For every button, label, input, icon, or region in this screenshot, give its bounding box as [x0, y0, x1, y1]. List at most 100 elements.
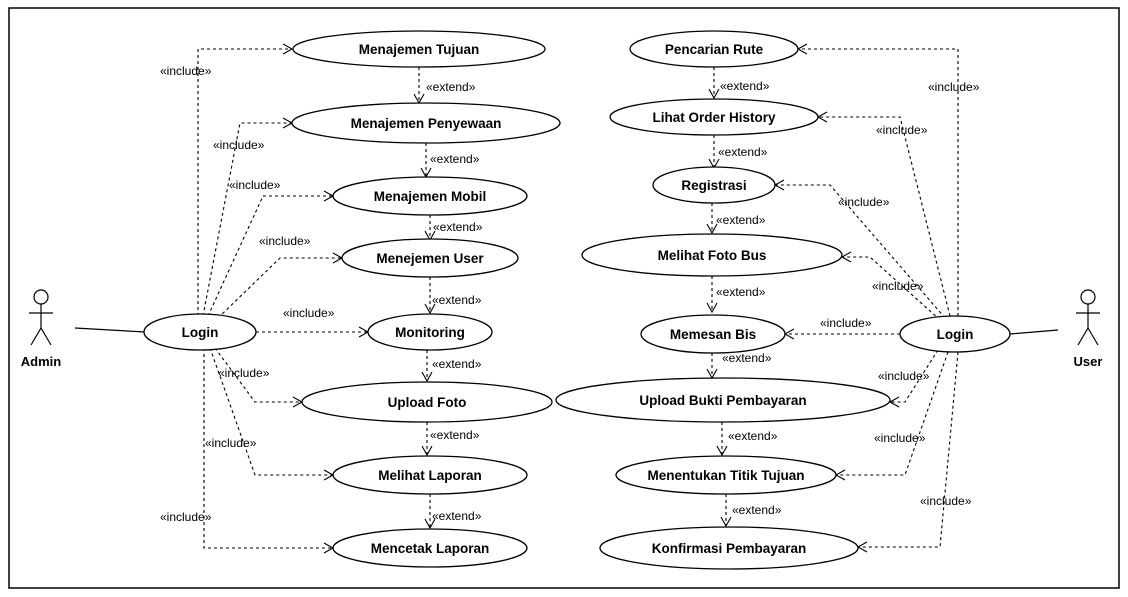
use-case-upload-bukti-pembayaran[interactable]: Upload Bukti Pembayaran [555, 377, 891, 423]
user-actor-left-leg [1077, 327, 1089, 346]
include-label: «include» [920, 494, 972, 508]
include-arrow-mencetak-laporan [203, 348, 333, 549]
use-case-monitoring[interactable]: Monitoring [367, 313, 493, 351]
use-case-menajemen-mobil[interactable]: Menajemen Mobil [332, 176, 528, 216]
extend-label: «extend» [433, 220, 483, 234]
include-arrow-menajemen-tujuan [197, 48, 292, 316]
use-case-memesan-bis[interactable]: Memesan Bis [640, 314, 786, 354]
include-arrow-menejemen-user [217, 257, 342, 319]
use-case-label: Melihat Laporan [378, 468, 482, 483]
use-case-label: Lihat Order History [652, 110, 776, 125]
include-label: «include» [213, 138, 265, 152]
extend-label: «extend» [732, 503, 782, 517]
include-arrow-melihat-foto-bus [842, 256, 941, 321]
use-case-pencarian-rute[interactable]: Pencarian Rute [629, 30, 799, 68]
use-case-label: Menentukan Titik Tujuan [647, 468, 804, 483]
extend-label: «extend» [432, 357, 482, 371]
extend-label: «extend» [720, 79, 770, 93]
user-association [1009, 329, 1059, 335]
user-actor-right-leg [1087, 327, 1099, 346]
extend-arrow-head [708, 88, 720, 100]
extend-arrow-head [421, 445, 433, 457]
use-case-label: Menajemen Mobil [374, 189, 487, 204]
admin-association [74, 327, 146, 333]
include-arrow-menajemen-mobil [207, 195, 333, 317]
extend-arrow-head [424, 518, 436, 530]
use-case-menentukan-titik-tujuan[interactable]: Menentukan Titik Tujuan [615, 455, 837, 495]
extend-label: «extend» [728, 429, 778, 443]
include-arrow-melihat-laporan [209, 347, 333, 476]
extend-arrow-head [716, 445, 728, 457]
extend-label: «extend» [716, 285, 766, 299]
use-case-label: Mencetak Laporan [371, 541, 490, 556]
include-label: «include» [878, 369, 930, 383]
use-case-konfirmasi-pembayaran[interactable]: Konfirmasi Pembayaran [599, 526, 859, 570]
admin-extend-relations: «extend» «extend» «extend» «extend» «ext… [413, 67, 483, 530]
use-case-menejemen-user[interactable]: Menejemen User [341, 238, 519, 278]
extend-arrow-head [421, 371, 433, 383]
extend-arrow-head [706, 223, 718, 235]
use-case-mencetak-laporan[interactable]: Mencetak Laporan [332, 528, 528, 568]
include-label: «include» [259, 234, 311, 248]
use-case-melihat-foto-bus[interactable]: Melihat Foto Bus [581, 233, 843, 277]
include-arrow-upload-foto [214, 347, 302, 403]
include-arrow-registrasi [775, 184, 946, 319]
include-label: «include» [205, 436, 257, 450]
include-arrow-pencarian-rute [798, 48, 959, 316]
use-case-label: Memesan Bis [670, 327, 756, 342]
user-actor-head [1080, 289, 1096, 305]
include-label: «include» [160, 64, 212, 78]
extend-label: «extend» [430, 428, 480, 442]
user-actor-label: User [1074, 354, 1103, 369]
use-case-label: Login [937, 327, 974, 342]
extend-label: «extend» [716, 213, 766, 227]
admin-actor-right-leg [40, 327, 52, 346]
extend-label: «extend» [432, 293, 482, 307]
use-case-label: Upload Foto [388, 395, 467, 410]
use-case-label: Registrasi [681, 178, 746, 193]
use-case-admin-login[interactable]: Login [143, 313, 257, 351]
use-case-user-login[interactable]: Login [899, 315, 1011, 353]
diagram-frame [8, 7, 1120, 589]
include-label: «include» [283, 306, 335, 320]
use-case-label: Menajemen Penyewaan [351, 116, 502, 131]
admin-actor: Admin [21, 289, 62, 369]
use-case-label: Login [182, 325, 219, 340]
use-case-label: Melihat Foto Bus [658, 248, 767, 263]
extend-label: «extend» [432, 509, 482, 523]
use-case-upload-foto[interactable]: Upload Foto [301, 381, 553, 423]
extend-arrow-head [720, 516, 732, 528]
extend-label: «extend» [426, 80, 476, 94]
include-label: «include» [229, 178, 281, 192]
include-label: «include» [872, 279, 924, 293]
include-label: «include» [874, 431, 926, 445]
admin-actor-left-leg [30, 327, 42, 346]
use-case-label: Menejemen User [376, 251, 484, 266]
user-extend-relations: «extend» «extend» «extend» «extend» «ext… [706, 67, 782, 528]
use-case-lihat-order-history[interactable]: Lihat Order History [609, 98, 819, 136]
use-case-melihat-laporan[interactable]: Melihat Laporan [332, 455, 528, 495]
extend-label: «extend» [430, 152, 480, 166]
use-case-label: Monitoring [395, 325, 465, 340]
use-case-label: Pencarian Rute [665, 42, 764, 57]
extend-label: «extend» [718, 145, 768, 159]
extend-label: «extend» [722, 351, 772, 365]
extend-arrow-head [706, 302, 718, 314]
use-case-label: Konfirmasi Pembayaran [652, 541, 807, 556]
user-actor: User [1074, 289, 1103, 369]
include-arrow-lihat-order-history [818, 116, 951, 317]
include-label: «include» [876, 123, 928, 137]
include-label: «include» [820, 316, 872, 330]
use-case-menajemen-tujuan[interactable]: Menajemen Tujuan [292, 30, 546, 68]
include-label: «include» [838, 195, 890, 209]
admin-actor-label: Admin [21, 354, 62, 369]
use-case-label: Menajemen Tujuan [359, 42, 480, 57]
use-case-menajemen-penyewaan[interactable]: Menajemen Penyewaan [291, 102, 561, 144]
include-arrow-head [282, 43, 294, 55]
user-include-relations: «include» «include» «include» «include» … [773, 43, 980, 553]
admin-actor-head [33, 289, 49, 305]
use-case-registrasi[interactable]: Registrasi [652, 166, 776, 204]
include-arrow-upload-bukti-pembayaran [890, 349, 939, 403]
